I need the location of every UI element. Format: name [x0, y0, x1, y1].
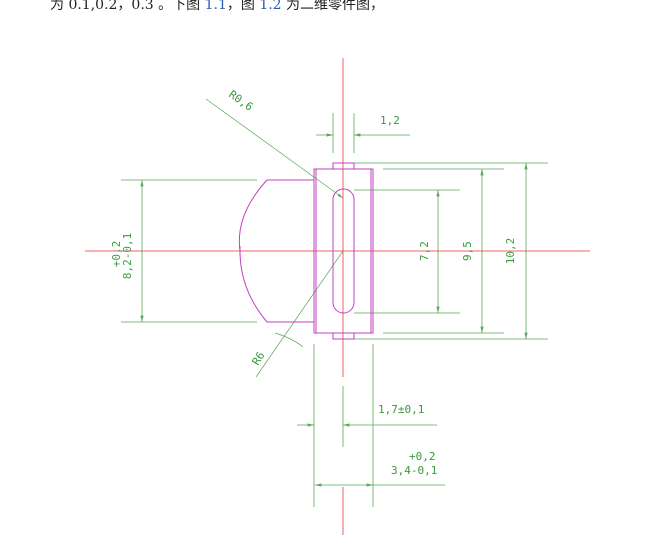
slot-length-label: 7,2: [418, 241, 431, 261]
lens-height-tolerance-label: +0,2: [110, 241, 123, 268]
bottom-tab: [332, 332, 355, 340]
overall-height-label: 10,2: [504, 238, 517, 265]
slot-width-label: 1,2: [380, 114, 400, 127]
top-tab: [332, 162, 355, 170]
width-label: 3,4-0,1: [391, 464, 437, 477]
caption-text: 为 0.1,0.2，0.3 。下图 1.1，图 1.2 为二维零件图，: [50, 0, 384, 14]
lens-height-label: 8,2-0,1: [121, 233, 134, 279]
caption-part: ，图: [226, 0, 260, 13]
dimension-lines: [121, 98, 548, 507]
width-tolerance-label: +0,2: [409, 450, 436, 463]
figure-ref-link[interactable]: 1.1: [204, 0, 227, 13]
caption-part: 为二维零件图，: [281, 0, 385, 13]
body-height-label: 9,5: [461, 241, 474, 261]
radius-small-label: R0,6: [226, 88, 255, 114]
slot: [332, 188, 355, 314]
offset-label: 1,7±0,1: [378, 403, 424, 416]
caption-part: 为 0.1,0.2，0.3 。下图: [50, 0, 205, 13]
centerlines: [85, 58, 590, 535]
part-outline: [238, 162, 374, 340]
radius-large-label: R6: [250, 349, 268, 367]
figure-ref-link[interactable]: 1.2: [259, 0, 282, 13]
